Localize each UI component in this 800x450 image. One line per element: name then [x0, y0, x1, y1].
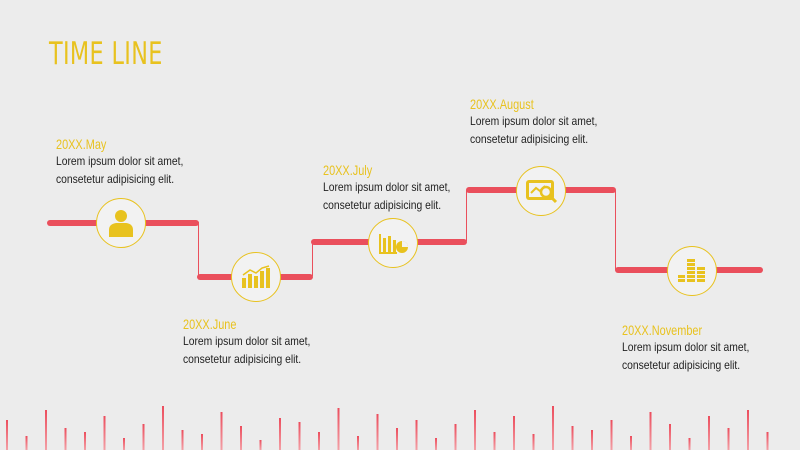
timeline-node-november: [667, 246, 717, 296]
entry-text: Lorem ipsum dolor sit amet, consetetur a…: [56, 154, 184, 186]
decorative-bar: [747, 410, 749, 450]
timeline-node-july: [368, 218, 418, 268]
decorative-bar: [259, 440, 262, 450]
decorative-bar: [318, 432, 320, 450]
timeline-entry-july: 20XX.July Lorem ipsum dolor sit amet, co…: [323, 162, 513, 214]
page-title: TIME LINE: [49, 36, 163, 72]
decorative-bar: [649, 412, 652, 450]
decorative-bar: [708, 416, 710, 450]
timeline-connector-june-july: [312, 242, 313, 276]
decorative-bar: [45, 410, 47, 450]
decorative-bar: [688, 438, 691, 450]
magnifier-chart-icon: [526, 180, 558, 204]
decorative-bar: [435, 438, 437, 450]
decorative-bar: [337, 408, 340, 450]
decorative-bar: [142, 424, 145, 450]
decorative-bar: [376, 414, 379, 450]
timeline-connector-may-june: [198, 222, 199, 276]
decorative-bar: [766, 432, 769, 450]
decorative-bar: [630, 436, 632, 450]
timeline-node-june: [231, 252, 281, 302]
decorative-bar: [181, 430, 184, 450]
timeline-entry-november: 20XX.November Lorem ipsum dolor sit amet…: [622, 322, 800, 374]
decorative-bar: [454, 424, 457, 450]
timeline-entry-august: 20XX.August Lorem ipsum dolor sit amet, …: [470, 96, 660, 148]
decorative-bar: [513, 416, 515, 450]
timeline-connector-august-november: [615, 190, 616, 270]
decorative-bar: [532, 434, 535, 450]
entry-date: 20XX.August: [470, 96, 534, 112]
entry-date: 20XX.June: [183, 316, 237, 332]
decorative-bar: [610, 420, 613, 450]
decorative-bar: [279, 418, 281, 450]
decorative-bars: [6, 406, 769, 450]
entry-date: 20XX.May: [56, 136, 107, 152]
timeline-connector-july-august: [466, 190, 467, 241]
timeline-entry-may: 20XX.May Lorem ipsum dolor sit amet, con…: [56, 136, 246, 188]
timeline-entry-june: 20XX.June Lorem ipsum dolor sit amet, co…: [183, 316, 373, 368]
decorative-bar: [552, 406, 554, 450]
chart-pie-icon: [379, 234, 408, 254]
decorative-bar: [84, 432, 86, 450]
timeline-node-august: [516, 166, 566, 216]
decorative-bar: [727, 428, 730, 450]
stacked-coins-icon: [678, 259, 705, 282]
decorative-bar: [591, 430, 593, 450]
decorative-bar: [220, 412, 223, 450]
decorative-bar: [669, 424, 671, 450]
decorative-bar: [64, 428, 67, 450]
decorative-bar: [396, 428, 398, 450]
decorative-bar: [357, 436, 359, 450]
decorative-bar: [474, 410, 476, 450]
entry-date: 20XX.July: [323, 162, 373, 178]
entry-date: 20XX.November: [622, 322, 703, 338]
decorative-bar: [415, 420, 418, 450]
entry-text: Lorem ipsum dolor sit amet, consetetur a…: [470, 114, 598, 146]
decorative-bar: [103, 416, 106, 450]
entry-text: Lorem ipsum dolor sit amet, consetetur a…: [183, 334, 311, 366]
decorative-bar: [571, 426, 574, 450]
timeline-node-may: [96, 198, 146, 248]
decorative-bar: [493, 432, 496, 450]
decorative-bar: [201, 434, 203, 450]
decorative-bar: [298, 422, 301, 450]
decorative-bar: [123, 438, 125, 450]
entry-text: Lorem ipsum dolor sit amet, consetetur a…: [323, 180, 451, 212]
person-icon: [109, 210, 133, 237]
entry-text: Lorem ipsum dolor sit amet, consetetur a…: [622, 340, 750, 372]
decorative-bar: [25, 436, 28, 450]
decorative-bar: [6, 420, 8, 450]
bar-chart-icon: [242, 265, 270, 288]
decorative-bar: [162, 406, 164, 450]
decorative-bar: [240, 426, 242, 450]
